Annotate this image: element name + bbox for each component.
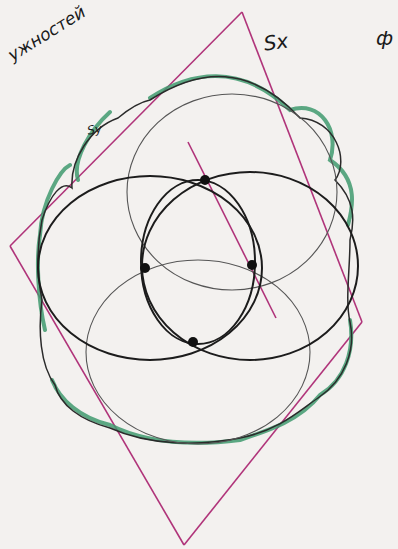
handwritten-note: ф [376,26,393,50]
thick-circles [38,172,358,360]
thin-circles [86,94,337,444]
intersection-dots [140,175,257,347]
rhombus [10,12,362,545]
axis-label: Sx [262,29,290,56]
outer-envelope [38,77,353,444]
axis-label: Sy [86,121,103,137]
handwritten-note: ужностей [4,2,89,65]
